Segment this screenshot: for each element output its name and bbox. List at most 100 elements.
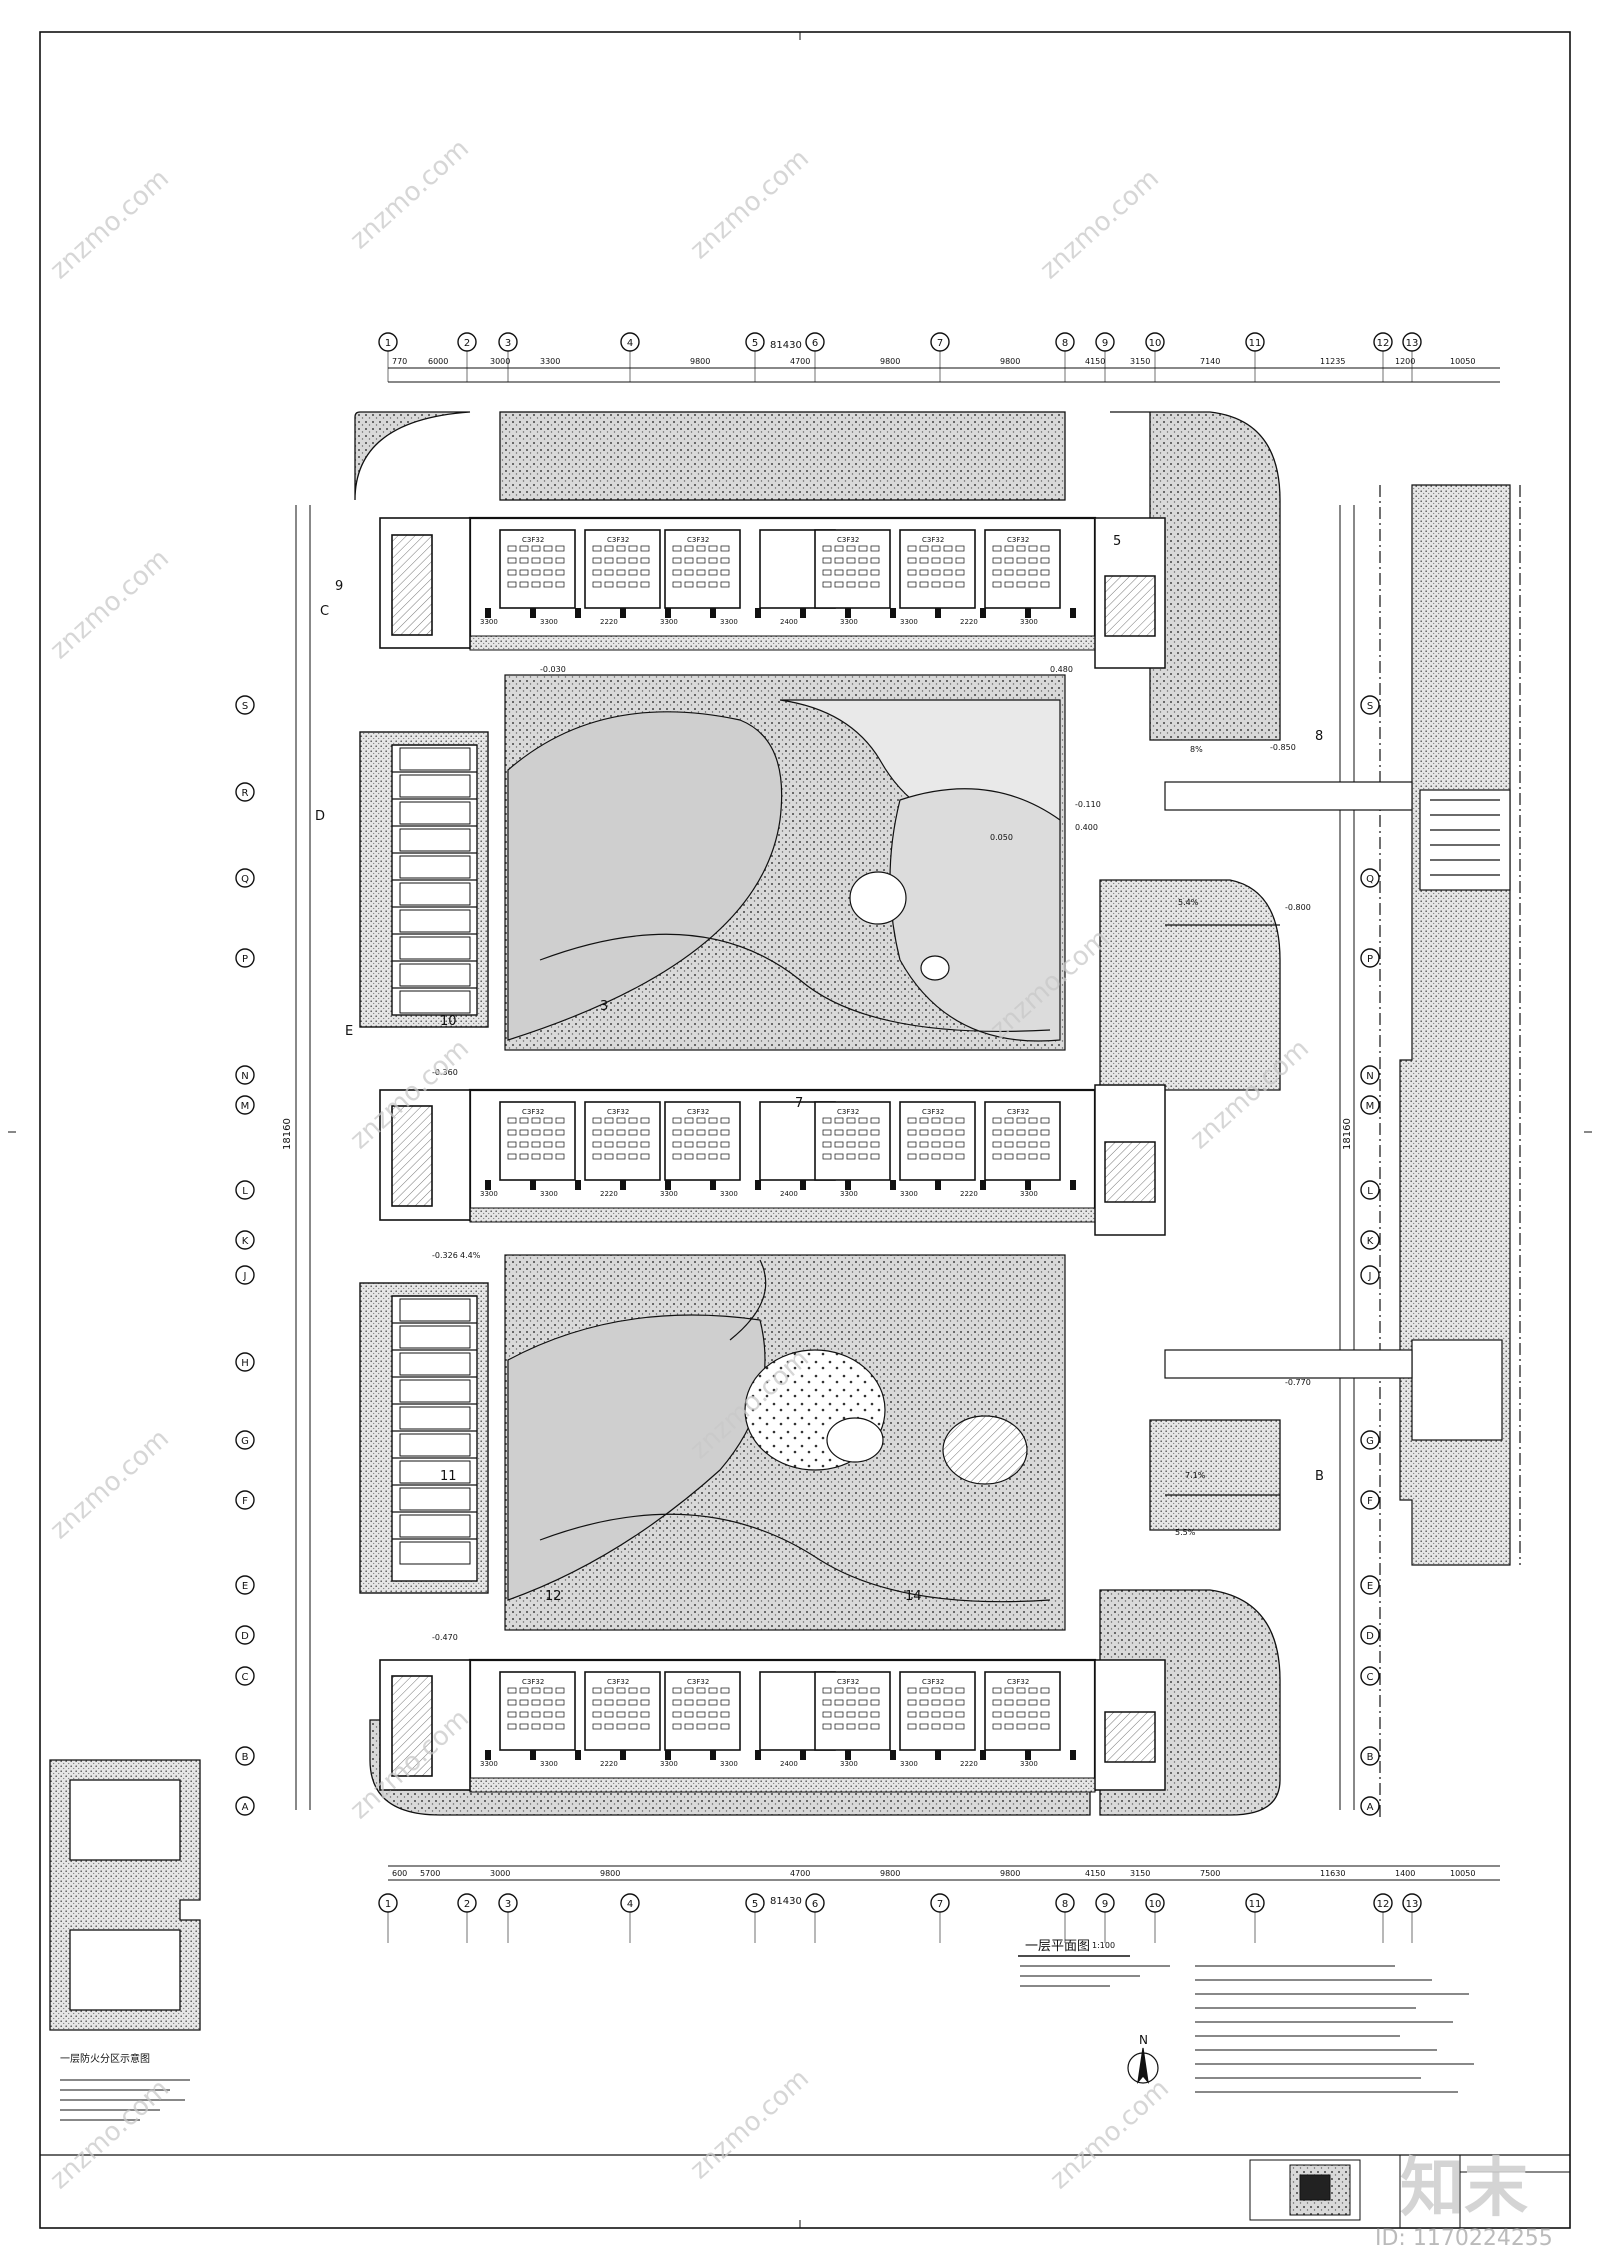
overall-dimension-bottom: 81430 xyxy=(770,1896,802,1907)
column-bubble-label: 11 xyxy=(1249,338,1262,349)
column-bubble-12: 12 xyxy=(1373,332,1393,382)
row-bubble-J: J xyxy=(1360,1265,1380,1285)
elevation-mark: -0.110 xyxy=(1075,800,1101,809)
row-bubble-label: A xyxy=(242,1802,249,1813)
slope-mark: 8% xyxy=(1190,745,1203,754)
row-bubble-F: F xyxy=(1360,1490,1380,1510)
row-bubble-label: S xyxy=(242,701,248,712)
row-bubble-Q: Q xyxy=(1360,868,1380,888)
row-bubble-label: P xyxy=(1367,954,1373,965)
row-bubble-C: C xyxy=(235,1666,255,1686)
column-bubble-label: 8 xyxy=(1062,1899,1068,1910)
top-dimension-value: 4700 xyxy=(790,357,810,366)
zone-label: E xyxy=(345,1024,353,1039)
row-bubble-label: P xyxy=(242,954,248,965)
bottom-dimension-value: 3150 xyxy=(1130,1869,1150,1878)
zone-label: 5 xyxy=(1113,534,1121,549)
row-bubble-label: E xyxy=(242,1581,248,1592)
row-bubble-label: D xyxy=(241,1631,249,1642)
column-bubble-label: 3 xyxy=(505,1899,511,1910)
room-width-label: 2220 xyxy=(960,1760,978,1768)
column-bubble-10: 10 xyxy=(1145,1893,1165,1943)
right-total-dimension: 18160 xyxy=(1342,1118,1353,1150)
classroom-tag: C3F32 xyxy=(837,536,859,544)
row-bubble-label: A xyxy=(1367,1802,1374,1813)
column-bubble-label: 1 xyxy=(385,338,391,349)
bottom-dimension-value: 5700 xyxy=(420,1869,440,1878)
image-id-watermark: ID: 1170224255 xyxy=(1375,2226,1553,2251)
top-dimension-chain xyxy=(388,367,1500,383)
row-bubble-Q: Q xyxy=(235,868,255,888)
column-bubble-5: 5 xyxy=(745,332,765,382)
zone-label: 11 xyxy=(440,1469,457,1484)
column-bubble-label: 8 xyxy=(1062,338,1068,349)
room-width-label: 3300 xyxy=(840,1190,858,1198)
row-bubble-label: J xyxy=(1368,1271,1372,1282)
room-width-label: 3300 xyxy=(1020,1190,1038,1198)
top-dimension-value: 9800 xyxy=(1000,357,1020,366)
column-bubble-4: 4 xyxy=(620,1893,640,1943)
courtyard-upper xyxy=(504,674,1066,1051)
classroom-tag: C3F32 xyxy=(687,1108,709,1116)
room-width-label: 2400 xyxy=(780,1190,798,1198)
row-bubble-D: D xyxy=(235,1625,255,1645)
row-bubble-label: B xyxy=(1367,1752,1374,1763)
room-width-label: 3300 xyxy=(1020,1760,1038,1768)
bottom-dimension-value: 7500 xyxy=(1200,1869,1220,1878)
room-width-label: 2220 xyxy=(600,618,618,626)
classroom-tag: C3F32 xyxy=(607,1678,629,1686)
column-bubble-label: 11 xyxy=(1249,1899,1262,1910)
classroom-tag: C3F32 xyxy=(522,1108,544,1116)
column-bubble-13: 13 xyxy=(1402,332,1422,382)
row-bubble-S: S xyxy=(235,695,255,715)
column-bubble-label: 7 xyxy=(937,338,943,349)
top-dimension-value: 3150 xyxy=(1130,357,1150,366)
row-bubble-R: R xyxy=(235,782,255,802)
row-bubble-K: K xyxy=(235,1230,255,1250)
site-watermark: znzmo.com xyxy=(1035,164,1165,286)
column-bubble-label: 4 xyxy=(627,338,633,349)
classroom-tag: C3F32 xyxy=(837,1108,859,1116)
row-bubble-label: M xyxy=(1366,1101,1375,1112)
column-bubble-8: 8 xyxy=(1055,332,1075,382)
column-bubble-label: 3 xyxy=(505,338,511,349)
column-bubble-11: 11 xyxy=(1245,332,1265,382)
column-bubble-13: 13 xyxy=(1402,1893,1422,1943)
bottom-dimension-value: 4700 xyxy=(790,1869,810,1878)
row-grid-bubbles: AABBCCDDEEFFGGHHJJKKLLMMNNPPQQRRSS xyxy=(235,695,1380,1816)
column-bubble-label: 13 xyxy=(1406,338,1419,349)
wing-toilet-cells xyxy=(392,744,477,1565)
slope-mark: 7.1% xyxy=(1185,1471,1206,1480)
classroom-tag: C3F32 xyxy=(837,1678,859,1686)
left-dimension-chain xyxy=(295,505,311,1810)
site-watermark: znzmo.com xyxy=(685,2064,815,2186)
elevation-mark: 0.480 xyxy=(1050,665,1073,674)
fire-zone-notes xyxy=(60,2079,190,2121)
column-bubble-10: 10 xyxy=(1145,332,1165,382)
bottom-dimension-value: 11630 xyxy=(1320,1869,1345,1878)
column-bubble-label: 5 xyxy=(752,1899,758,1910)
top-dimension-value: 7140 xyxy=(1200,357,1220,366)
top-dimension-value: 11235 xyxy=(1320,357,1345,366)
row-bubble-label: K xyxy=(242,1236,249,1247)
row-bubble-label: R xyxy=(242,788,249,799)
row-bubble-B: B xyxy=(235,1746,255,1766)
row-bubble-label: L xyxy=(242,1186,248,1197)
key-plan xyxy=(1249,2159,1361,2221)
plan-title: 一层平面图 xyxy=(1025,1939,1090,1954)
room-width-label: 3300 xyxy=(480,1190,498,1198)
fire-zone-legend-title: 一层防火分区示意图 xyxy=(60,2052,150,2065)
top-dimension-value: 3000 xyxy=(490,357,510,366)
room-width-label: 2400 xyxy=(780,618,798,626)
column-bubble-9: 9 xyxy=(1095,332,1115,382)
column-bubble-1: 1 xyxy=(378,1893,398,1943)
bottom-dimension-value: 4150 xyxy=(1085,1869,1105,1878)
room-width-label: 3300 xyxy=(900,1760,918,1768)
zone-label: 3 xyxy=(600,999,608,1014)
column-bubble-3: 3 xyxy=(498,1893,518,1943)
bottom-dimension-value: 9800 xyxy=(880,1869,900,1878)
row-bubble-label: D xyxy=(1366,1631,1374,1642)
zone-label: 10 xyxy=(440,1014,457,1029)
title-block xyxy=(1399,2155,1570,2228)
